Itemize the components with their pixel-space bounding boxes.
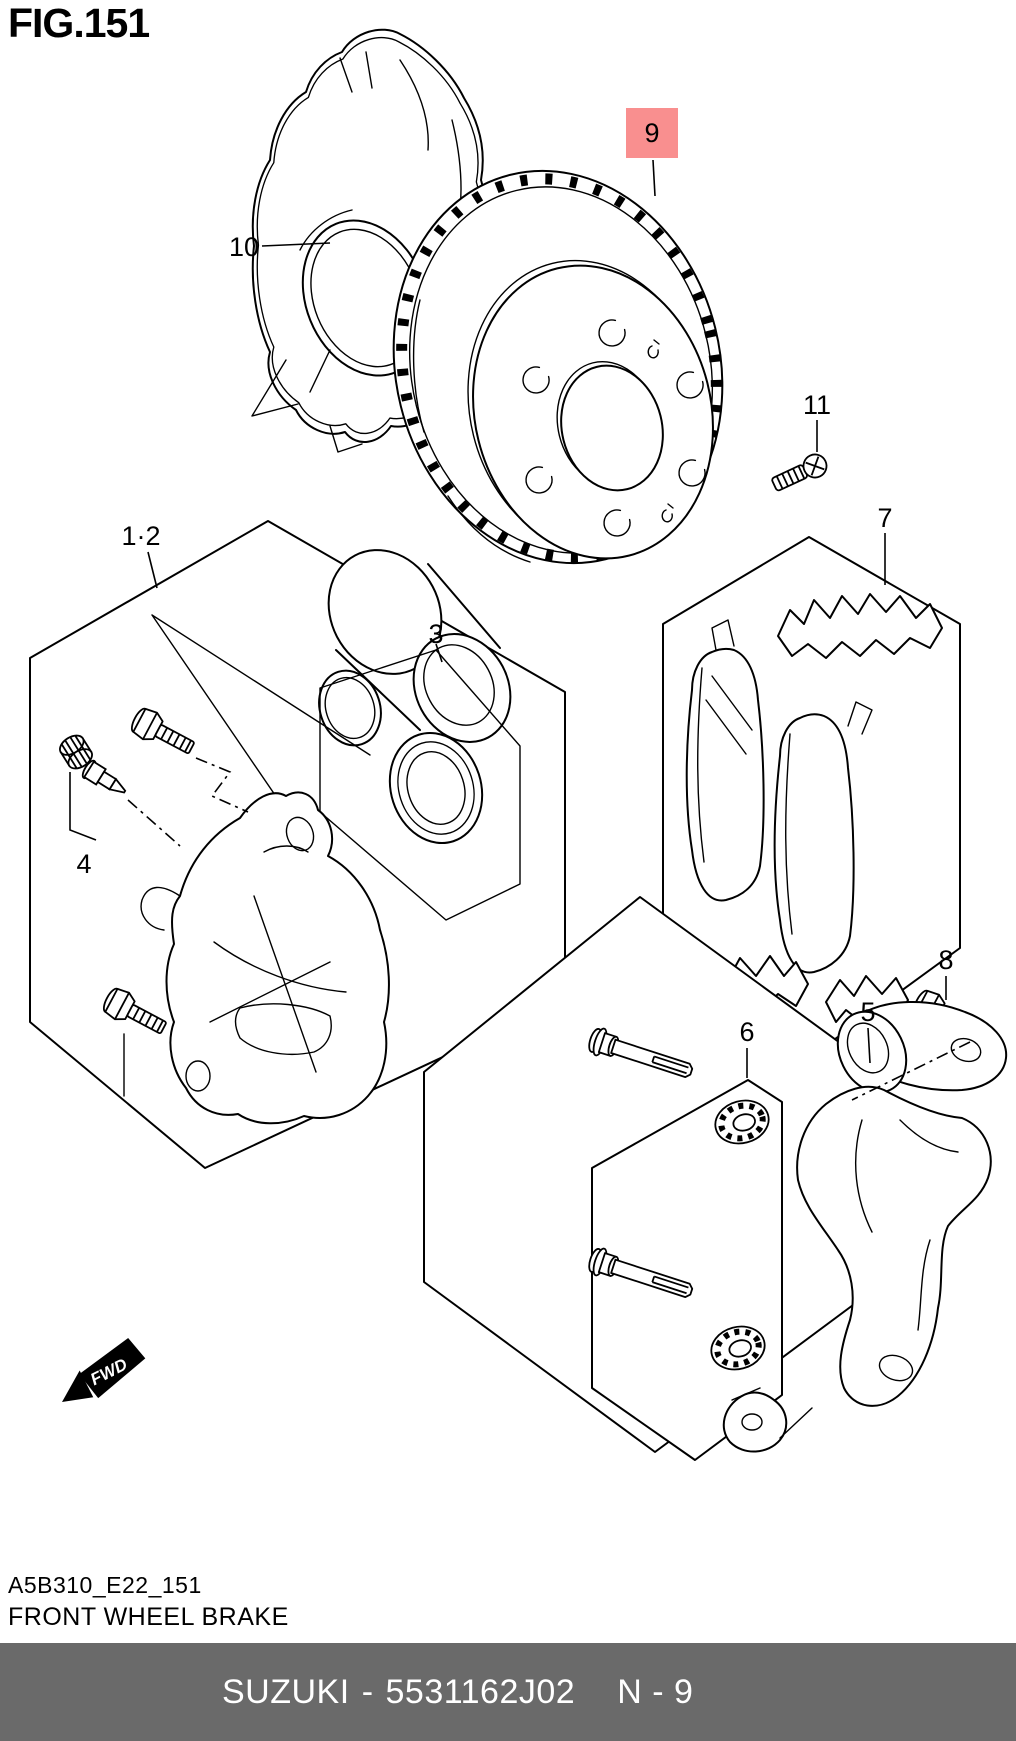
callout-layer: 1·2 3 4 5 6 7 8 9 10 11 [76,108,954,1047]
callout-5[interactable]: 5 [860,997,875,1027]
part-number: 5531162J02 [385,1672,576,1711]
callout-highlight-9 [626,108,678,158]
caliper-carrier-drawing [722,1000,1008,1453]
bleeder-screw-drawing [81,759,127,794]
drawing-name: FRONT WHEEL BRAKE [8,1603,289,1631]
callout-4[interactable]: 4 [76,849,91,879]
callout-9[interactable]: 9 [644,118,659,148]
fwd-arrow-body [79,1337,146,1399]
bolt-alignment-line [851,1041,971,1101]
disc-screw-drawing [771,453,828,492]
callout-10[interactable]: 10 [229,232,259,262]
callout-8[interactable]: 8 [938,945,953,975]
parts-diagram-canvas: 1·2 3 4 5 6 7 8 9 10 11 FWD [29,28,1008,1461]
brake-disc-drawing [392,169,724,565]
callout-7[interactable]: 7 [877,503,892,533]
callout-6[interactable]: 6 [739,1017,754,1047]
figure-title: FIG.151 [8,0,150,46]
caliper-piston-drawing [327,549,512,743]
brand-separator: - [361,1672,374,1711]
caliper-body-drawing [140,791,390,1125]
callout-3[interactable]: 3 [428,619,443,649]
brake-pads-box [662,536,961,1059]
fwd-direction-marker: FWD [62,1337,146,1402]
callout-11[interactable]: 11 [803,390,831,420]
brake-pad-drawing [685,619,765,902]
caliper-assembly-box [29,520,566,1169]
drawing-code: A5B310_E22_151 [8,1572,202,1598]
callout-leader-lines [69,159,947,1078]
brake-pad-drawing [773,701,873,974]
bleeder-cap-drawing [59,734,93,770]
fwd-arrow-head [62,1370,94,1402]
callout-1-2[interactable]: 1·2 [121,521,160,551]
page-reference: N - 9 [617,1672,694,1711]
brand-name: SUZUKI [222,1672,350,1711]
carrier-box [423,896,881,1461]
brand-bar-text: SUZUKI - 5531162J02 N - 9 [222,1673,693,1712]
brand-bar: SUZUKI - 5531162J02 N - 9 [0,1643,1016,1741]
